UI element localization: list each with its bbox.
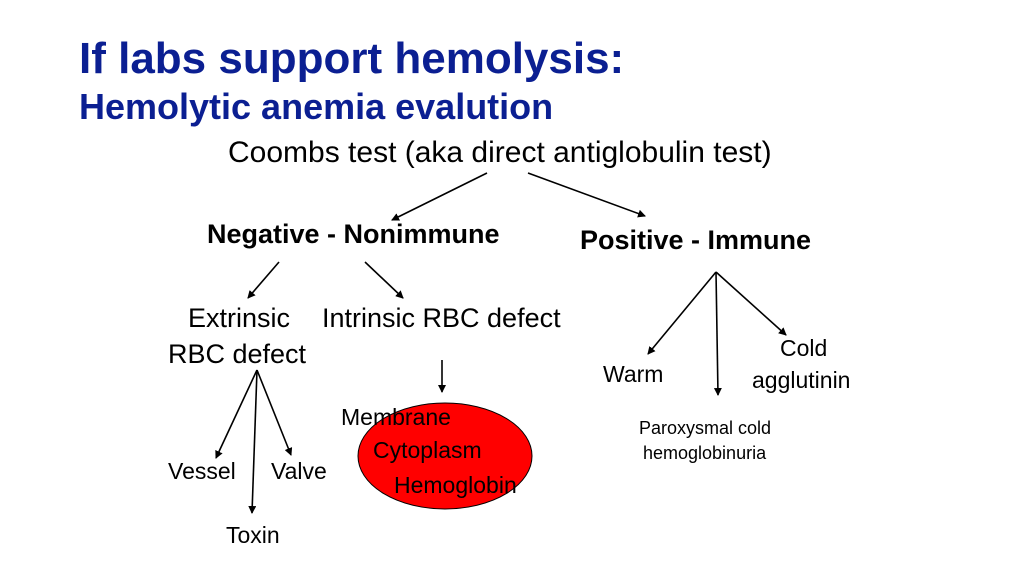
- membrane-label: Membrane: [341, 404, 451, 430]
- cold-label-1: Cold: [780, 335, 828, 361]
- valve-node: Valve: [271, 458, 327, 484]
- negative-node: Negative - Nonimmune: [207, 219, 500, 249]
- arrow-to-toxin: [248, 369, 258, 514]
- pch-label-1: Paroxysmal cold: [639, 418, 772, 438]
- slide-title: If labs support hemolysis:: [79, 34, 625, 83]
- arrow-to-vessel: [215, 369, 258, 459]
- arrow-to-extrinsic: [247, 261, 280, 299]
- vessel-node: Vessel: [168, 458, 236, 484]
- extrinsic-label-1: Extrinsic: [188, 303, 291, 333]
- rbc-ellipse: [357, 402, 533, 510]
- arrow-to-cold: [715, 271, 787, 336]
- toxin-node: Toxin: [226, 522, 280, 548]
- slide-subtitle: Hemolytic anemia evalution: [79, 86, 554, 127]
- warm-node: Warm: [603, 361, 664, 387]
- hemoglobin-label: Hemoglobin: [394, 472, 517, 498]
- intrinsic-node: Intrinsic RBC defect: [322, 303, 561, 333]
- arrow-to-intrinsic: [364, 261, 404, 299]
- arrow-to-negative: [391, 172, 488, 221]
- cold-label-2: agglutinin: [752, 367, 851, 393]
- pch-label-2: hemoglobinuria: [643, 443, 767, 463]
- extrinsic-label-2: RBC defect: [168, 339, 307, 369]
- coombs-test-node: Coombs test (aka direct antiglobulin tes…: [228, 136, 772, 169]
- arrow-to-valve: [256, 369, 293, 456]
- positive-node: Positive - Immune: [580, 225, 812, 255]
- arrow-to-positive: [527, 172, 646, 218]
- arrow-to-pch: [713, 271, 722, 396]
- arrow-to-warm: [647, 271, 717, 355]
- cytoplasm-label: Cytoplasm: [373, 437, 482, 463]
